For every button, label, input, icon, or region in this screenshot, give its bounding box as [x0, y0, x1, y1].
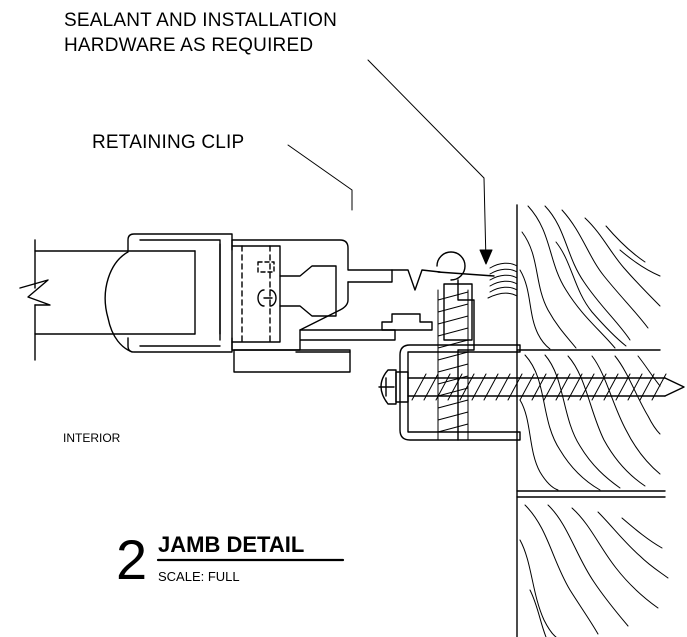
callout-sealant-line1: SEALANT AND INSTALLATION: [64, 10, 337, 31]
leader-sealant: [367, 59, 487, 263]
detail-title: JAMB DETAIL: [158, 532, 305, 557]
wood-grain-middle: [519, 354, 661, 491]
glazing-frame: [104, 233, 441, 373]
jamb-screw: [378, 369, 685, 405]
sealant-bead: [487, 262, 518, 299]
callout-sealant-line2: HARDWARE AS REQUIRED: [64, 35, 314, 56]
wood-grain-lower: [519, 504, 669, 637]
leader-arrowhead: [479, 249, 493, 265]
leader-retaining-clip: [287, 144, 353, 211]
detail-number: 2: [116, 528, 148, 591]
wood-jamb: [516, 204, 669, 637]
interior-label: INTERIOR: [63, 431, 121, 445]
leader-lines: [287, 59, 493, 265]
retaining-clip-bracket: [399, 251, 521, 441]
glass-panel: [19, 239, 196, 361]
vertical-screw: [437, 289, 469, 441]
callout-retaining-clip: RETAINING CLIP: [92, 132, 245, 153]
detail-scale: SCALE: FULL: [158, 569, 240, 584]
wood-grain-upper: [519, 205, 661, 350]
